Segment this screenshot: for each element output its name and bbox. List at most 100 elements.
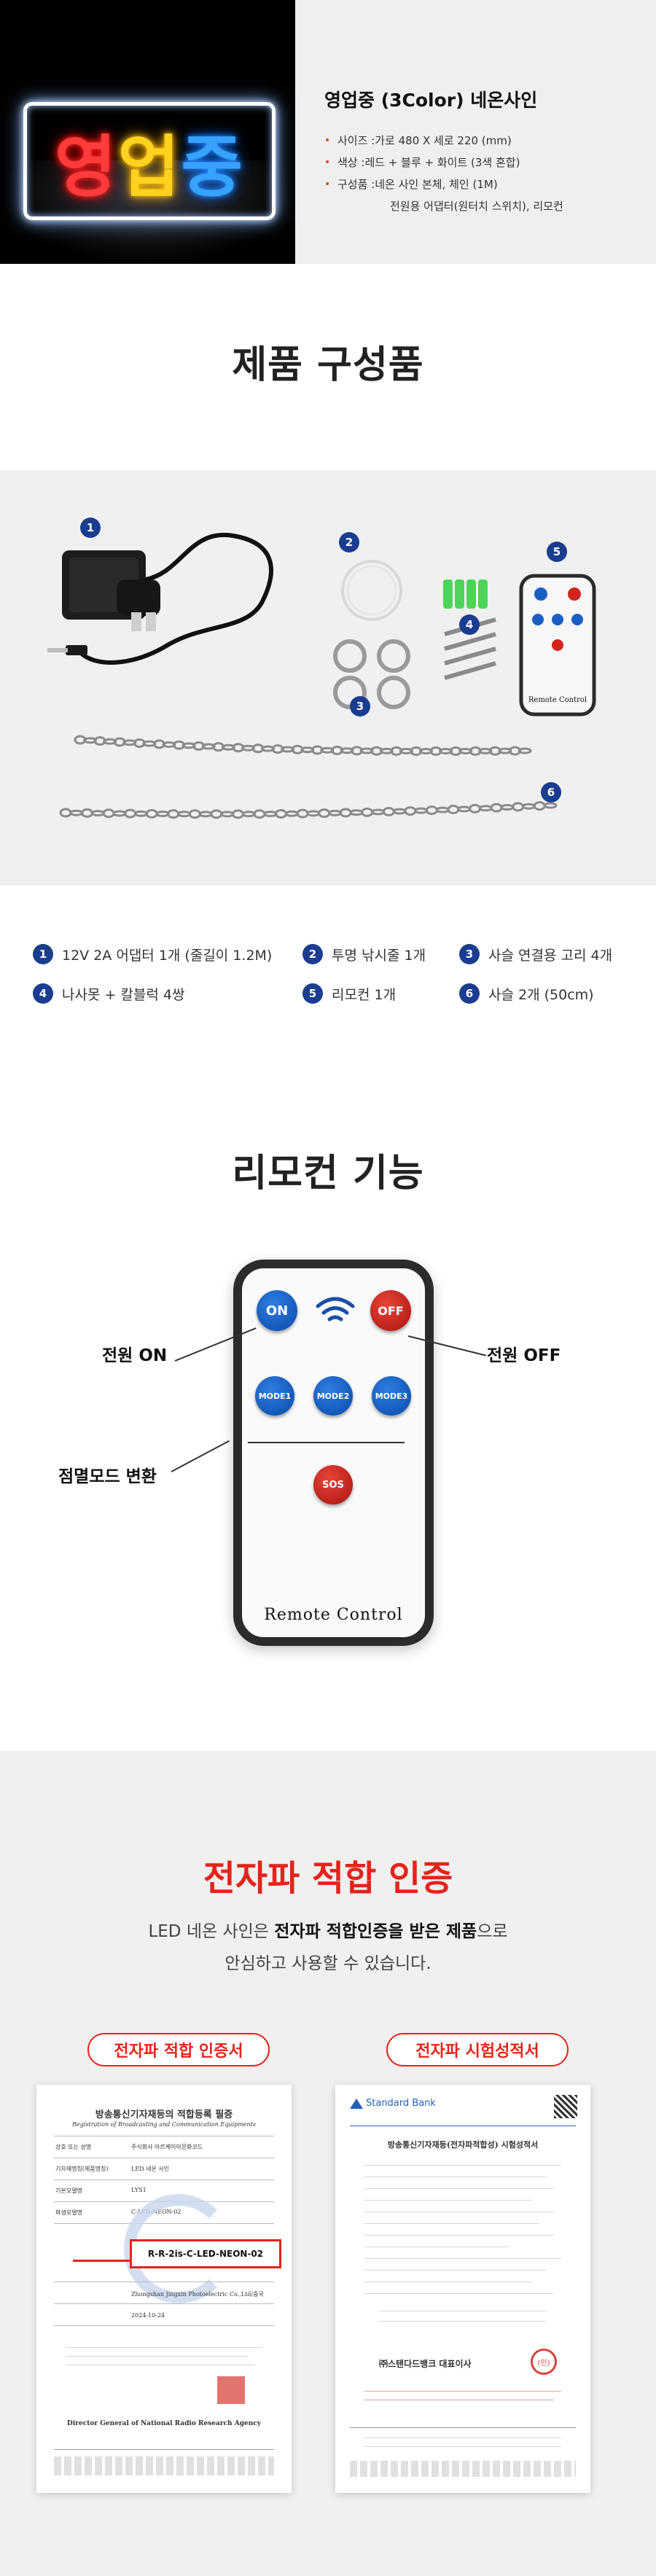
cert-desc-line2: 안심하고 사용할 수 있습니다. [224, 1954, 432, 1973]
photo-marker-4: 4 [459, 614, 480, 635]
spec-value: 네온 사인 본체, 체인 (1M) [375, 178, 498, 191]
bullet-icon: • [324, 179, 331, 190]
photo-marker-1: 1 [80, 518, 101, 538]
spec-value: 가로 480 X 세로 220 (mm) [375, 134, 512, 147]
legend-item-2: 2 투명 낚시줄 1개 [302, 944, 426, 964]
callout-blink-mode: 점멸모드 변환 [58, 1467, 157, 1486]
callout-line-mode [171, 1440, 230, 1472]
standard-bank-logo: Standard Bank [350, 2098, 436, 2109]
neon-sign-text: 영 업 중 [27, 106, 272, 216]
legend-item-1: 1 12V 2A 어댑터 1개 (줄길이 1.2M) [33, 944, 272, 964]
brand-name: Standard Bank [366, 2098, 436, 2109]
legend-number: 2 [302, 944, 323, 964]
spec-key: 사이즈 : [337, 134, 375, 147]
callout-power-on: 전원 ON [102, 1346, 168, 1365]
legend-item-4: 4 나사못 + 칼블럭 4쌍 [33, 983, 185, 1004]
chains-illustration [59, 735, 558, 819]
spec-value: 레드 + 블루 + 화이트 (3색 혼합) [364, 156, 520, 169]
remote-section-title: 리모컨 기능 [232, 1152, 424, 1195]
legend-number: 4 [33, 983, 53, 1004]
legend-number: 3 [459, 944, 480, 964]
cert-title: 전자파 적합 인증 [203, 1858, 453, 1899]
legend-label: 투명 낚시줄 1개 [332, 947, 426, 964]
certification-section: 전자파 적합 인증 LED 네온 사인은 전자파 적합인증을 받은 제품으로 안… [0, 1751, 656, 2576]
doc-row-label: 파생모델명 [55, 2209, 82, 2216]
legend-item-3: 3 사슬 연결용 고리 4개 [459, 944, 612, 964]
spec-row-size: • 사이즈 : 가로 480 X 세로 220 (mm) [324, 130, 638, 152]
neon-sign-photo: 영 업 중 [0, 0, 295, 264]
cert-desc-text: LED 네온 사인은 [148, 1922, 275, 1941]
spec-key: 색상 : [337, 156, 365, 169]
doc-date: 2024-10-24 [131, 2312, 165, 2319]
doc-subheading: Registration of Broadcasting and Communi… [72, 2121, 256, 2128]
components-photo: Remote Control 1 2 3 4 5 6 [0, 470, 656, 886]
adapter-illustration [47, 532, 273, 665]
legend-label: 나사못 + 칼블럭 4쌍 [62, 986, 185, 1003]
doc-row-label: 기자재명칭(제품명칭) [55, 2166, 109, 2172]
test-report-document: Standard Bank 방송통신기자재등(전자파적합성) 시험성적서 ㈜스탠… [335, 2085, 590, 2493]
doc-footer: Director General of National Radio Resea… [67, 2420, 261, 2427]
remote-brand-label: Remote Control [264, 1606, 403, 1624]
neon-char-blue: 중 [181, 128, 244, 206]
mode1-button[interactable]: MODE1 [255, 1376, 294, 1416]
official-seal [217, 2376, 245, 2404]
sos-button[interactable]: SOS [313, 1465, 353, 1504]
company-seal: (인) [531, 2349, 557, 2375]
rings-illustration [333, 639, 410, 709]
product-header: 영 업 중 영업중 (3Color) 네온사인 • 사이즈 : 가로 480 X… [0, 0, 656, 264]
reg-number-highlight: R-R-2is-C-LED-NEON-02 [130, 2239, 281, 2268]
mode-underline [248, 1442, 405, 1443]
components-section-title: 제품 구성품 [232, 343, 424, 387]
remote-control: ON OFF MODE1 MODE2 MODE3 SOS Remote Cont… [233, 1260, 434, 1646]
certificate-document: 방송통신기자재등의 적합등록 필증 Registration of Broadc… [36, 2085, 292, 2493]
legend-number: 5 [302, 983, 323, 1004]
product-title: 영업중 (3Color) 네온사인 [324, 90, 538, 111]
wifi-icon [313, 1295, 357, 1327]
photo-marker-2: 2 [339, 532, 359, 553]
spec-key: 구성품 : [337, 178, 375, 191]
doc-row-value: LED 네온 사인 [131, 2166, 170, 2172]
photo-marker-6: 6 [541, 782, 561, 803]
spec-panel: 영업중 (3Color) 네온사인 • 사이즈 : 가로 480 X 세로 22… [324, 86, 638, 217]
legend-number: 1 [33, 944, 53, 964]
cert-desc-text: 으로 [477, 1922, 508, 1941]
doc-row-value: 주식회사 아르케이아문화코드 [131, 2144, 203, 2150]
doc-bottom-pattern [54, 2456, 274, 2475]
callout-power-off: 전원 OFF [487, 1346, 561, 1365]
report-heading: 방송통신기자재등(전자파적합성) 시험성적서 [387, 2140, 539, 2150]
mode3-button[interactable]: MODE3 [372, 1376, 411, 1416]
legend-label: 사슬 연결용 고리 4개 [488, 947, 613, 964]
cert-pill-test-report: 전자파 시험성적서 [386, 2033, 569, 2066]
fishing-line-illustration [341, 560, 402, 621]
legend-item-6: 6 사슬 2개 (50cm) [459, 983, 594, 1004]
neon-reflection [0, 160, 295, 264]
legend-item-5: 5 리모컨 1개 [302, 983, 396, 1004]
doc-row-label: 상호 또는 성명 [55, 2144, 92, 2150]
doc-row-label: 기본모델명 [55, 2187, 82, 2194]
components-illustration: Remote Control [47, 532, 596, 819]
doc-bottom-pattern [350, 2461, 576, 2477]
off-button[interactable]: OFF [370, 1290, 411, 1331]
spec-row-components: • 구성품 : 네온 사인 본체, 체인 (1M) [324, 173, 638, 195]
legend-number: 6 [459, 983, 480, 1004]
cert-desc-line1: LED 네온 사인은 전자파 적합인증을 받은 제품으로 [0, 1916, 656, 1948]
bullet-icon: • [324, 135, 331, 147]
cert-desc-bold: 전자파 적합인증을 받은 제품 [274, 1922, 477, 1941]
photo-marker-3: 3 [350, 696, 370, 717]
bullet-icon: • [324, 157, 331, 168]
neon-char-red: 영 [55, 128, 118, 206]
doc-heading: 방송통신기자재등의 적합등록 필증 [95, 2109, 233, 2120]
doc-manufacturer: Zhongshan Jingxin Photoelectric Co.,Ltd/… [131, 2291, 264, 2298]
neon-sign-frame: 영 업 중 [23, 102, 276, 220]
legend-label: 사슬 2개 (50cm) [488, 986, 594, 1003]
svg-text:Remote Control: Remote Control [528, 696, 587, 704]
legend-label: 12V 2A 어댑터 1개 (줄길이 1.2M) [62, 947, 273, 964]
highlight-arrow [73, 2260, 131, 2262]
spec-row-color: • 색상 : 레드 + 블루 + 화이트 (3색 혼합) [324, 152, 638, 173]
mode2-button[interactable]: MODE2 [313, 1376, 353, 1416]
qr-code [554, 2095, 577, 2118]
on-button[interactable]: ON [257, 1290, 297, 1331]
mini-remote-illustration: Remote Control [519, 574, 596, 717]
legend-label: 리모컨 1개 [332, 986, 397, 1003]
